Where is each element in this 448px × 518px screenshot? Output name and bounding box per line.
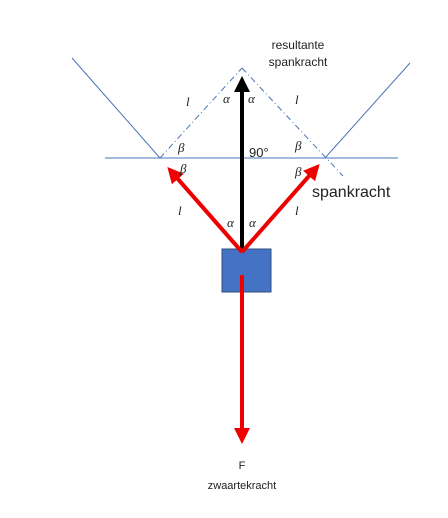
beta-right-upper: β bbox=[294, 138, 302, 153]
right-angle-label: 90° bbox=[249, 145, 269, 160]
beta-right-lower: β bbox=[294, 164, 302, 179]
left-rope-line bbox=[71, 57, 161, 159]
gravity-symbol-label: F bbox=[239, 460, 246, 472]
right-rope-line bbox=[324, 62, 411, 159]
length-top-right: l bbox=[295, 92, 299, 107]
length-bottom-right: l bbox=[295, 203, 299, 218]
alpha-bottom-right: α bbox=[249, 215, 257, 230]
right-tension-arrow bbox=[240, 164, 320, 254]
length-top-left: l bbox=[186, 94, 190, 109]
resultant-label-line1: resultante bbox=[272, 38, 325, 52]
beta-left-lower: β bbox=[179, 161, 187, 176]
alpha-top-left: α bbox=[223, 91, 231, 106]
gravity-name-label: zwaartekracht bbox=[208, 480, 276, 492]
length-bottom-left: l bbox=[178, 203, 182, 218]
resultant-label-line2: spankracht bbox=[269, 55, 328, 69]
left-tension-arrow bbox=[167, 166, 244, 254]
alpha-top-right: α bbox=[248, 91, 256, 106]
beta-left-upper: β bbox=[177, 140, 185, 155]
construction-line-left bbox=[159, 67, 243, 159]
alpha-bottom-left: α bbox=[227, 215, 235, 230]
mass-block bbox=[221, 248, 272, 293]
tension-label: spankracht bbox=[312, 184, 391, 201]
